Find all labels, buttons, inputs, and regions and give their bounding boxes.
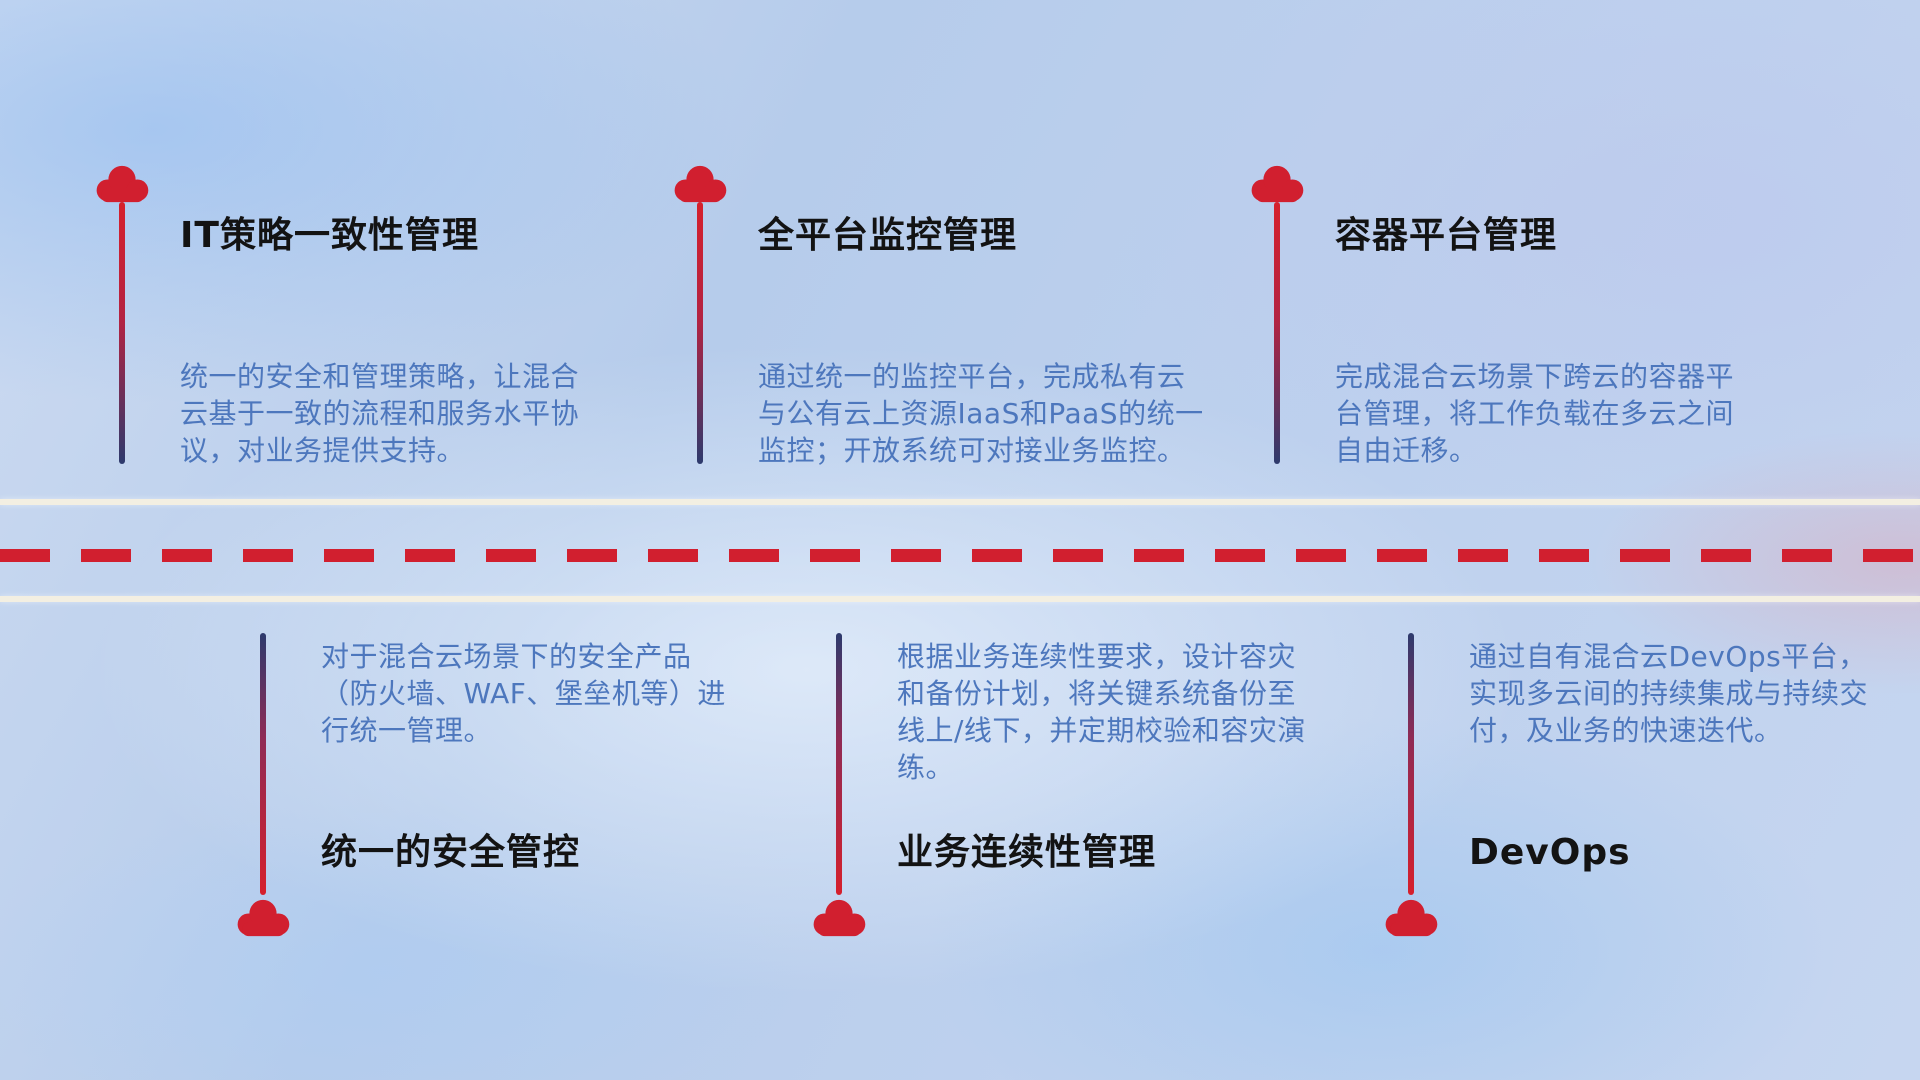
connector-line [1408,633,1414,895]
cloud-icon [1382,898,1440,938]
cloud-icon [234,898,292,938]
road-line-bottom [0,596,1920,602]
cloud-icon [671,164,729,204]
connector-line [836,633,842,895]
item-title: DevOps [1469,832,1631,873]
road-line-top [0,499,1920,505]
cloud-icon [1248,164,1306,204]
connector-line [1274,202,1280,464]
item-title: 业务连续性管理 [897,832,1157,873]
item-description: 根据业务连续性要求，设计容灾和备份计划，将关键系统备份至线上/线下，并定期校验和… [897,640,1306,784]
connector-line [697,202,703,464]
cloud-icon [93,164,151,204]
item-title: 容器平台管理 [1335,215,1558,256]
item-description: 统一的安全和管理策略，让混合云基于一致的流程和服务水平协议，对业务提供支持。 [180,360,580,467]
item-title: 统一的安全管控 [321,832,581,873]
item-description: 对于混合云场景下的安全产品（防火墙、WAF、堡垒机等）进行统一管理。 [321,640,726,747]
cloud-icon [810,898,868,938]
item-title: IT策略一致性管理 [180,215,479,256]
item-title: 全平台监控管理 [758,215,1018,256]
road-dashed-centerline [0,549,1920,562]
item-description: 完成混合云场景下跨云的容器平台管理，将工作负载在多云之间自由迁移。 [1335,360,1735,467]
connector-line [260,633,266,895]
item-description: 通过自有混合云DevOps平台，实现多云间的持续集成与持续交付，及业务的快速迭代… [1469,640,1869,747]
item-description: 通过统一的监控平台，完成私有云与公有云上资源IaaS和PaaS的统一监控；开放系… [758,360,1204,467]
connector-line [119,202,125,464]
